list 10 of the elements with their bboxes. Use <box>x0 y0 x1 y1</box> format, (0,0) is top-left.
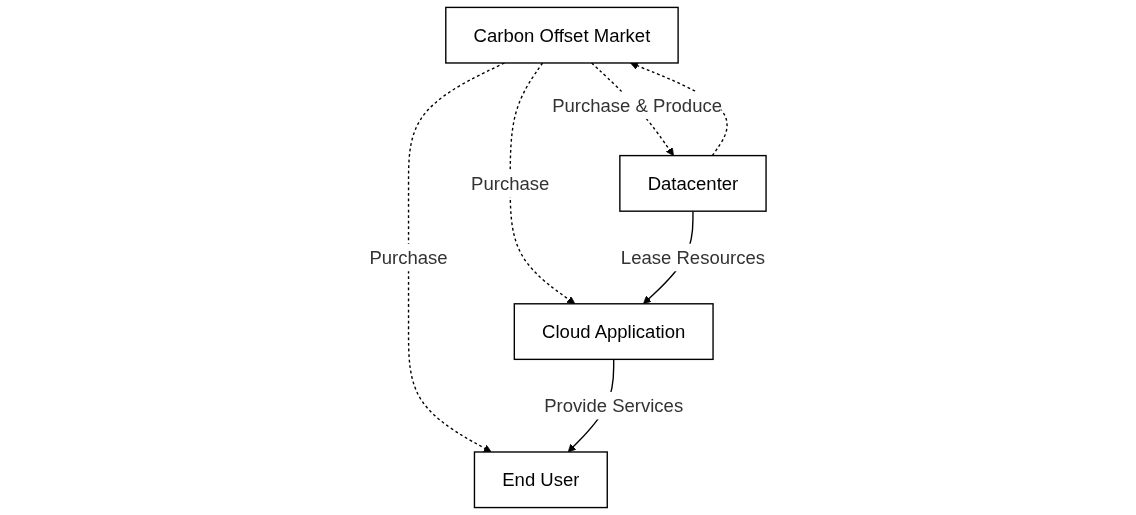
node-box: Datacenter <box>619 154 767 212</box>
edge-label: Purchase <box>471 173 550 194</box>
edge-label: Purchase & Produce <box>552 95 723 116</box>
node-box: Cloud Application <box>513 303 714 361</box>
edge-label: Lease Resources <box>621 247 766 268</box>
node-box: Carbon Offset Market <box>445 6 680 64</box>
node-box: End User <box>474 451 609 509</box>
arrow <box>509 62 576 305</box>
edge-label: Provide Services <box>544 395 684 416</box>
edge-label: Purchase <box>369 247 448 268</box>
